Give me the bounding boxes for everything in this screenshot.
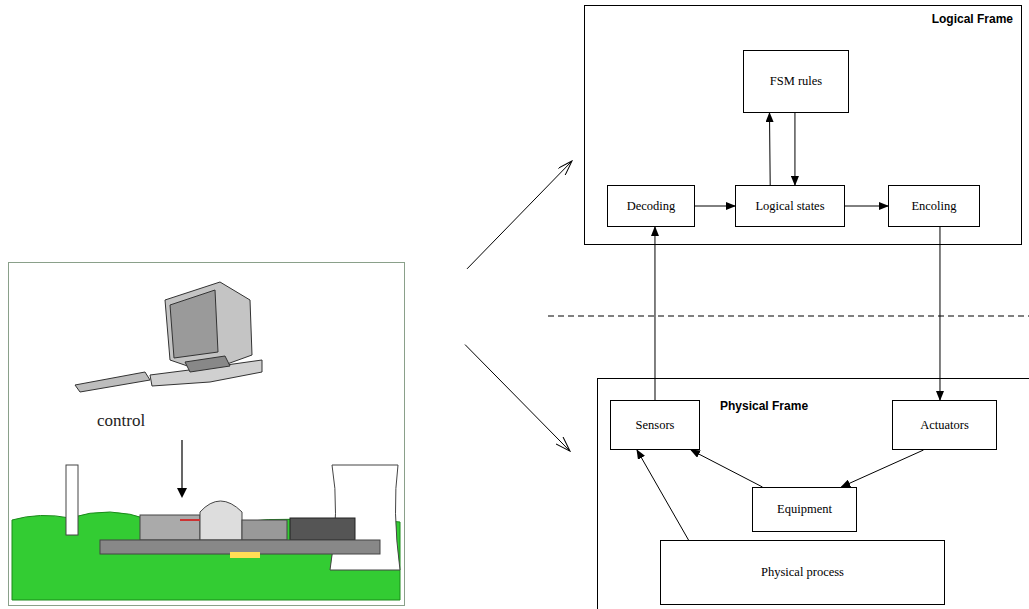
- box-label: Equipment: [777, 502, 832, 517]
- arrow-connector: [845, 206, 888, 207]
- arrow-connector: [695, 206, 735, 207]
- process-box: FSM rules: [743, 50, 849, 113]
- box-label: FSM rules: [770, 74, 822, 89]
- box-label: Logical states: [755, 199, 824, 214]
- frame-heading: Logical Frame: [932, 12, 1013, 26]
- frame-box: Logical FrameFSM rulesDecoding Logical st…: [584, 5, 1022, 245]
- process-box: Actuators: [892, 400, 997, 450]
- arrow-connector: [769, 113, 771, 185]
- arrow-connector: [794, 113, 795, 185]
- box-label: Physical process: [761, 565, 844, 580]
- arrow-connector: [465, 345, 570, 452]
- frame-box: Physical FrameSensors ActuatorsEquipmentP…: [597, 378, 1029, 609]
- control-label: control: [97, 411, 145, 431]
- process-box: Logical states: [735, 185, 845, 227]
- frame-heading: Physical Frame: [720, 399, 808, 413]
- box-label: Decoding: [627, 199, 676, 214]
- arrow-connector: [939, 227, 940, 400]
- arrow-connector: [841, 450, 923, 487]
- box-label: Encoling: [911, 199, 956, 214]
- separator-line: [548, 316, 1029, 317]
- process-box: Physical process: [660, 540, 945, 605]
- arrow-connector: [654, 227, 655, 400]
- arrow-connector: [637, 450, 689, 540]
- arrow-connector: [691, 450, 763, 487]
- process-box: Decoding: [607, 185, 695, 227]
- illustration-panel: control: [8, 262, 405, 606]
- process-box: Equipment: [752, 487, 857, 532]
- process-box: Encoling: [888, 185, 980, 227]
- plant-illustration: [12, 282, 400, 600]
- box-label: Sensors: [636, 418, 675, 433]
- box-label: Actuators: [920, 418, 969, 433]
- process-box: Sensors: [610, 400, 700, 450]
- arrow-connector: [467, 161, 572, 269]
